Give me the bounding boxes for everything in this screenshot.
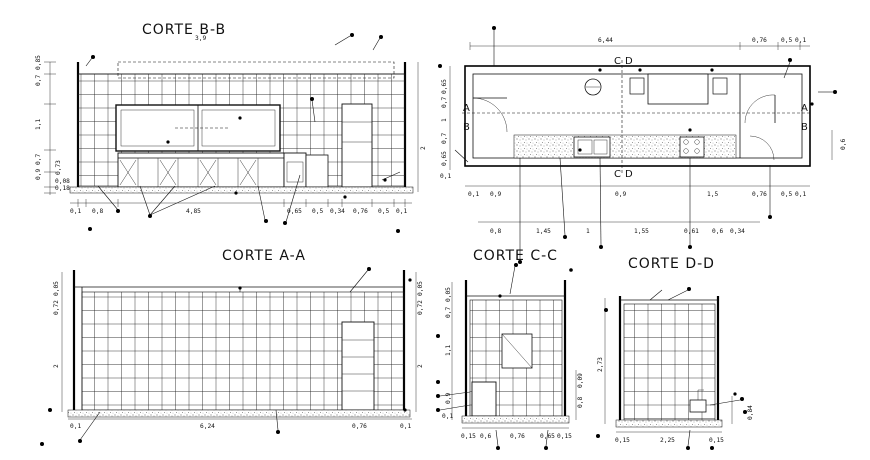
dim-b-bottom-2: 4,85 bbox=[186, 208, 201, 215]
dim-c-bottom-2: 0,76 bbox=[510, 433, 525, 440]
cut-mark-d-top: D bbox=[625, 56, 633, 67]
section-a-a: CORTE A-A 0,72 0,05 2 0,72 0,05 2 0,1 6,… bbox=[40, 248, 424, 446]
dim-plan-left-4: 0,65 bbox=[441, 151, 448, 166]
dim-plan-right: 0,6 bbox=[840, 139, 847, 150]
dim-c-bottom-4: 0,15 bbox=[557, 433, 572, 440]
dim-b-bottom-0: 0,1 bbox=[70, 208, 81, 215]
dim-plan-bottom2-4: 0,61 bbox=[684, 228, 699, 235]
dim-b-left-5: 0,9 bbox=[35, 169, 42, 180]
section-c-c-title: CORTE C-C bbox=[473, 248, 558, 264]
dim-c-bottom-1: 0,6 bbox=[480, 433, 491, 440]
dim-c-bottom-0: 0,15 bbox=[461, 433, 476, 440]
dim-b-left-1: 0,85 bbox=[35, 55, 42, 70]
dim-plan-bottom2-5: 0,6 bbox=[712, 228, 723, 235]
dim-plan-bottom1-2: 0,9 bbox=[615, 191, 626, 198]
dim-plan-left-0: 0,65 bbox=[441, 79, 448, 94]
cut-mark-c-top: C bbox=[614, 56, 621, 67]
dim-plan-bottom2-0: 0,8 bbox=[490, 228, 501, 235]
section-b-b-top-dim: 3,9 bbox=[195, 35, 206, 42]
dim-d-bottom-0: 0,15 bbox=[615, 437, 630, 444]
dim-c-left-4: 0,1 bbox=[442, 413, 453, 420]
floor-plan: 6,44 0,76 0,5 0,1 C D C D bbox=[438, 26, 847, 264]
dim-b-left-0: 0,7 bbox=[35, 75, 42, 86]
dim-c-left-2: 1,1 bbox=[445, 345, 452, 356]
dim-a-bottom-3: 0,1 bbox=[400, 423, 411, 430]
cut-mark-d-bottom: D bbox=[625, 169, 633, 180]
dim-plan-bottom1-4: 0,76 bbox=[752, 191, 767, 198]
dim-a-left-0: 0,72 bbox=[53, 300, 60, 315]
dim-d-bottom-1: 2,25 bbox=[660, 437, 675, 444]
section-a-a-title: CORTE A-A bbox=[222, 248, 306, 264]
dim-d-right: 0,84 bbox=[747, 405, 754, 420]
dim-b-left-6: 0,08 bbox=[55, 178, 70, 185]
dim-b-bottom-7: 0,5 bbox=[378, 208, 389, 215]
dim-plan-bottom2-2: 1 bbox=[586, 228, 590, 235]
cut-mark-a-left: A bbox=[463, 103, 470, 114]
dim-b-left-4: 0,73 bbox=[55, 160, 62, 175]
dim-a-right-1: 0,05 bbox=[417, 281, 424, 296]
dim-plan-bottom1-6: 0,1 bbox=[795, 191, 806, 198]
dim-plan-top-2: 0,5 bbox=[781, 37, 792, 44]
dim-c-left-0: 0,7 bbox=[445, 307, 452, 318]
dim-b-left-7: 0,18 bbox=[55, 185, 70, 192]
dim-plan-bottom1-3: 1,5 bbox=[707, 191, 718, 198]
dim-plan-bottom1-0: 0,1 bbox=[468, 191, 479, 198]
dim-b-left-3: 0,7 bbox=[35, 154, 42, 165]
dim-c-right-1: 0,8 bbox=[577, 397, 584, 408]
cut-mark-a-right: A bbox=[801, 103, 808, 114]
section-c-c: CORTE C-C 0,7 0,05 1,1 0,9 0,1 0,09 0,8 … bbox=[436, 248, 584, 450]
dim-plan-left-5: 0,1 bbox=[440, 173, 451, 180]
dim-plan-top-1: 0,76 bbox=[752, 37, 767, 44]
dim-b-right: 2 bbox=[420, 146, 427, 150]
dim-d-bottom-2: 0,15 bbox=[709, 437, 724, 444]
dim-plan-top-0: 6,44 bbox=[598, 37, 613, 44]
dim-c-left-3: 0,9 bbox=[445, 393, 452, 404]
dim-plan-bottom2-1: 1,45 bbox=[536, 228, 551, 235]
dim-plan-bottom1-1: 0,9 bbox=[490, 191, 501, 198]
dim-b-bottom-1: 0,8 bbox=[92, 208, 103, 215]
section-b-b-title: CORTE B-B bbox=[142, 22, 226, 38]
dim-a-right-2: 2 bbox=[417, 364, 424, 368]
dim-b-bottom-3: 0,65 bbox=[287, 208, 302, 215]
dim-b-bottom-8: 0,1 bbox=[396, 208, 407, 215]
dim-plan-left-1: 0,7 bbox=[441, 97, 448, 108]
dim-c-right-0: 0,09 bbox=[577, 373, 584, 388]
dim-b-left-2: 1,1 bbox=[35, 119, 42, 130]
cut-mark-c-bottom: C bbox=[614, 169, 621, 180]
dim-plan-left-2: 1 bbox=[441, 118, 448, 122]
dim-c-bottom-3: 0,65 bbox=[540, 433, 555, 440]
dim-a-bottom-1: 6,24 bbox=[200, 423, 215, 430]
dim-a-bottom-2: 0,76 bbox=[352, 423, 367, 430]
cut-mark-b-left: B bbox=[463, 122, 470, 133]
section-b-b: CORTE B-B 3,9 bbox=[35, 22, 427, 233]
dim-plan-left-3: 0,7 bbox=[441, 133, 448, 144]
dim-d-left: 2,73 bbox=[597, 357, 604, 372]
dim-plan-bottom1-5: 0,5 bbox=[781, 191, 792, 198]
section-d-d-title: CORTE D-D bbox=[628, 256, 715, 272]
dim-b-bottom-5: 0,34 bbox=[330, 208, 345, 215]
dim-b-bottom-4: 0,5 bbox=[312, 208, 323, 215]
dim-a-left-2: 2 bbox=[53, 364, 60, 368]
dim-plan-top-3: 0,1 bbox=[795, 37, 806, 44]
dim-plan-bottom2-6: 0,34 bbox=[730, 228, 745, 235]
dim-a-bottom-0: 0,1 bbox=[70, 423, 81, 430]
dim-c-left-1: 0,05 bbox=[445, 287, 452, 302]
cut-mark-b-right: B bbox=[801, 122, 808, 133]
dim-b-bottom-6: 0,76 bbox=[353, 208, 368, 215]
dim-plan-bottom2-3: 1,55 bbox=[634, 228, 649, 235]
dim-a-right-0: 0,72 bbox=[417, 300, 424, 315]
section-d-d: CORTE D-D 2,73 0,84 0,15 2,25 0,15 bbox=[596, 256, 754, 450]
dim-a-left-1: 0,05 bbox=[53, 281, 60, 296]
